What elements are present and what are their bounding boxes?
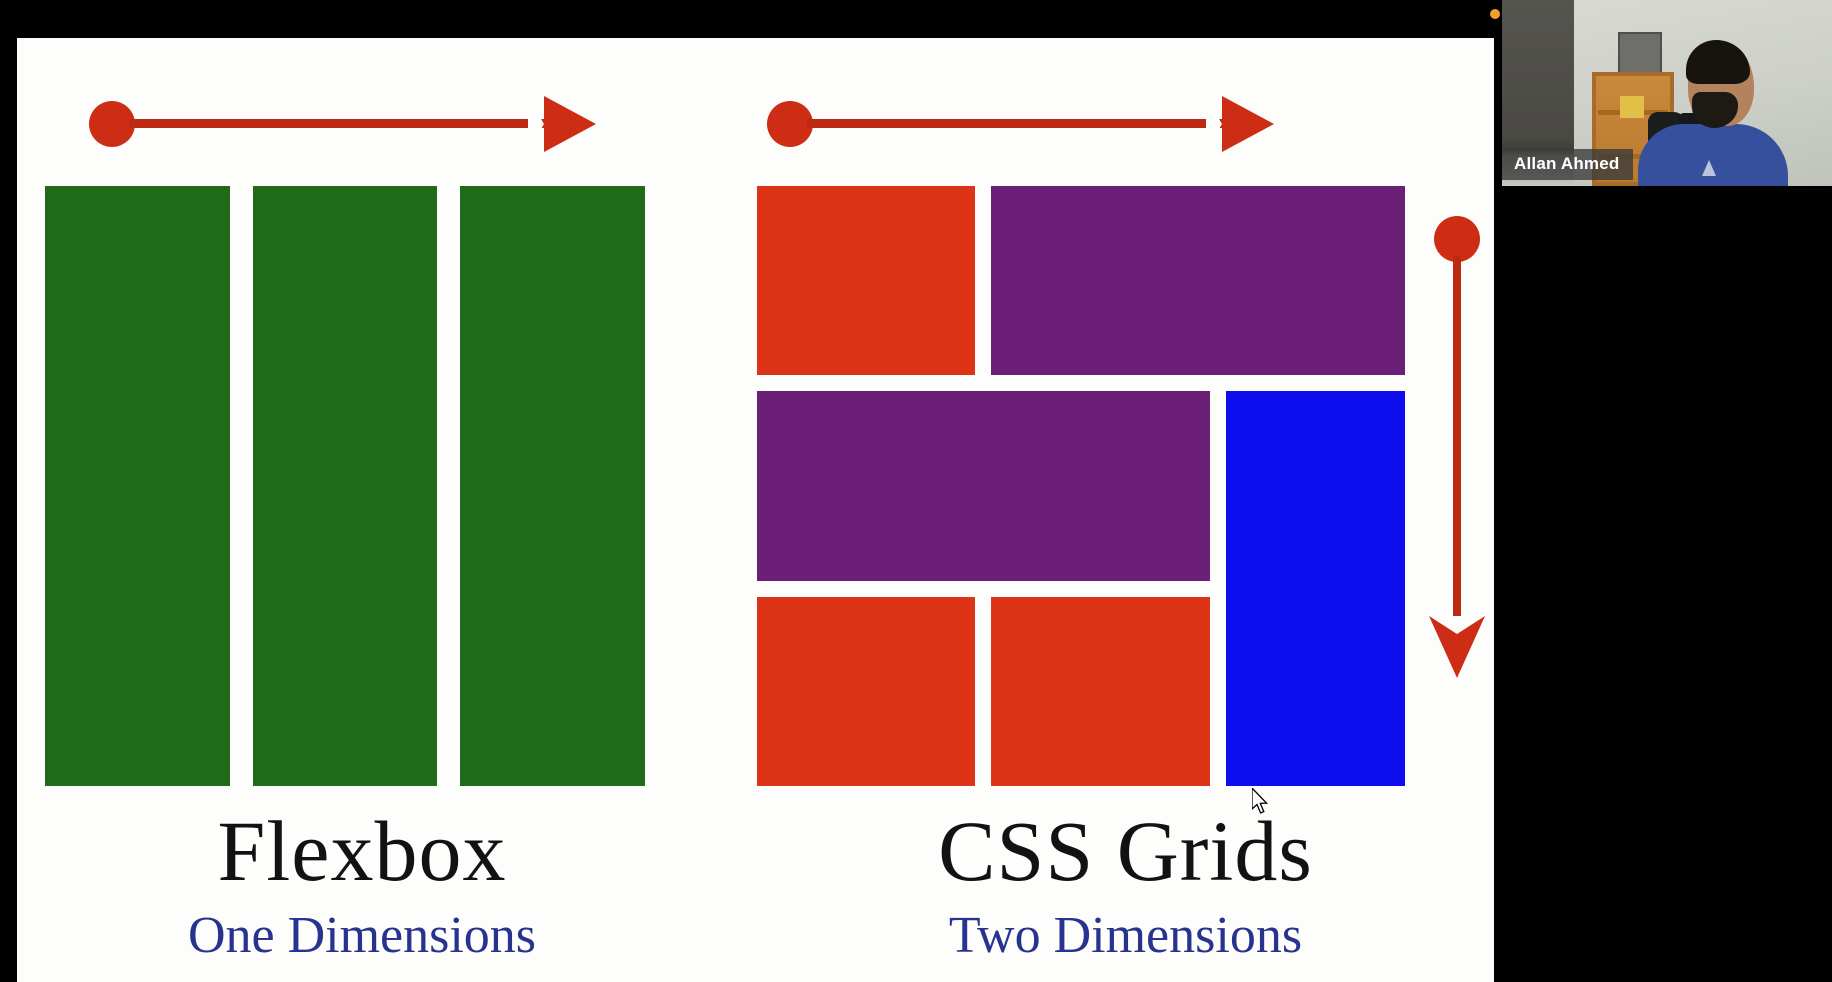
arrow-head-icon [544,96,596,152]
participant-torso [1638,124,1788,186]
main-axis-horizontal-arrow-icon [89,86,599,152]
arrow-head-notch [528,96,544,152]
flexbox-subtitle: One Dimensions [187,907,537,964]
arrow-shaft [807,119,1257,128]
grid-item-2 [991,186,1405,376]
participant-beard [1692,92,1738,128]
arrow-shaft [1453,256,1461,626]
grid-item-3 [757,391,1210,581]
css-grids-subtitle: Two Dimensions [948,907,1303,964]
flexbox-items-row [45,186,646,786]
arrow-head-notch [1206,96,1222,152]
arrow-head-icon [1222,96,1274,152]
grid-item-4 [1225,391,1405,786]
row-axis-vertical-arrow-icon [1427,216,1487,706]
books-on-shelf [1620,96,1644,118]
flexbox-caption: Flexbox One Dimensions [17,808,707,962]
panel-flexbox: Flexbox One Dimensions [17,38,707,982]
flex-item-1 [45,186,230,786]
arrow-head-notch [1429,616,1485,634]
participant-name-badge: Allan Ahmed [1502,149,1634,180]
css-grid-items-container [757,186,1405,786]
flex-item-3 [460,186,646,786]
arrow-shaft [129,119,579,128]
flex-item-2 [252,186,438,786]
recording-status-dot-icon [1490,9,1500,19]
css-grids-caption: CSS Grids Two Dimensions [757,808,1494,962]
panel-css-grids: CSS Grids Two Dimensions [757,38,1494,982]
arrow-start-dot-icon [1434,216,1480,262]
column-axis-horizontal-arrow-icon [767,86,1277,152]
grid-item-6 [991,596,1210,786]
arrow-start-dot-icon [767,101,813,147]
grid-item-1 [757,186,976,376]
participant-video-tile[interactable]: Allan Ahmed [1502,0,1832,186]
flexbox-title: Flexbox [217,803,507,899]
arrow-start-dot-icon [89,101,135,147]
css-grids-title: CSS Grids [938,803,1313,899]
presentation-slide: Flexbox One Dimensions [17,38,1494,982]
grid-item-5 [757,596,976,786]
wall-poster [1618,32,1662,74]
